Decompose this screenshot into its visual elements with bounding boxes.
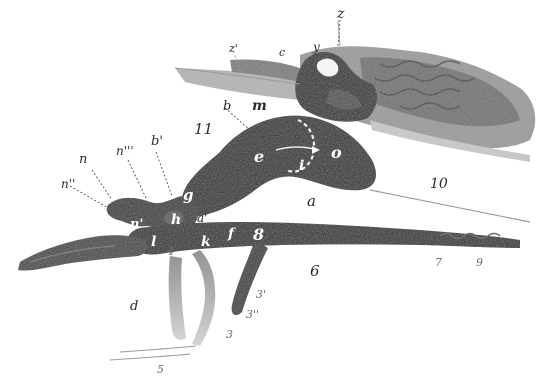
label-7: 7 [435,256,442,269]
label-z: z [336,6,345,22]
label-11: 11 [194,120,213,138]
label-6: 6 [310,262,320,280]
label-9: 9 [476,256,483,269]
label-b-prime: b' [151,134,163,149]
label-8: 8 [252,225,264,244]
label-10: 10 [430,176,448,192]
label-n-prime: n' [130,217,143,232]
label-l: l [151,234,156,250]
label-d: d [130,299,138,314]
label-3-double: 3'' [246,308,259,321]
label-n-triple: n''' [116,144,134,158]
label-y: y [312,40,320,54]
label-i: i [299,158,304,174]
label-c: c [279,46,285,59]
upper-left-band [175,59,305,100]
label-h: h [171,212,181,228]
lower-channel [128,222,520,255]
label-o: o [331,143,342,162]
label-b: b [223,99,231,114]
label-a-prime: a' [197,211,207,225]
label-3: 3 [226,328,233,341]
label-5: 5 [157,363,164,376]
label-e: e [254,147,264,166]
label-3-prime: 3' [256,288,266,301]
descending-branch [169,240,268,346]
label-m: m [252,98,267,114]
label-a: a [307,192,316,210]
label-k: k [201,234,211,250]
left-arm [18,235,147,270]
label-n: n [79,152,87,167]
label-z-prime: z' [228,42,238,55]
label-n-double: n'' [61,177,75,191]
label-4: 4 [166,245,174,258]
label-g: g [183,186,194,204]
